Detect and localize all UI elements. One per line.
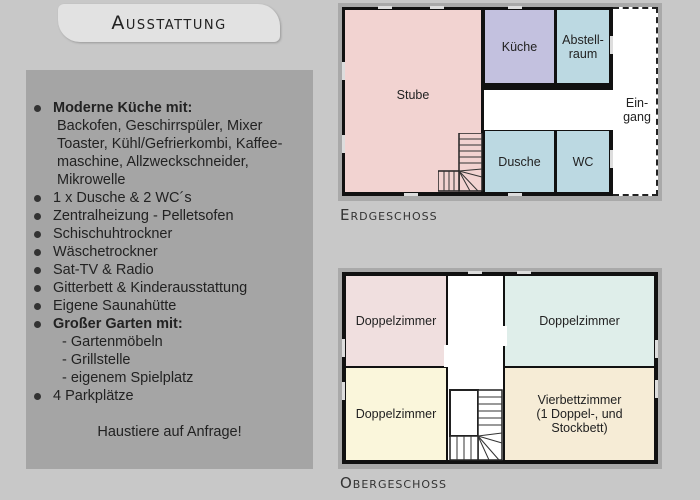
room-doppelzimmer-top-left: Doppelzimmer [346,276,446,366]
window [342,382,345,400]
feature-item: Schischuhtrockner [26,225,282,243]
garden-line: - Grillstelle [62,352,131,368]
garden-line: - Gartenmöbeln [62,334,163,350]
room-kueche: Küche [485,10,554,83]
bullet-icon [34,303,41,310]
window [342,135,345,153]
window [517,271,531,274]
window [342,62,345,80]
bullet-icon [34,249,41,256]
window [508,193,522,196]
bullet-icon [34,213,41,220]
feature-item: Wäschetrockner [26,243,282,261]
bullet-icon [34,231,41,238]
feature-item: 1 x Dusche & 2 WC´s [26,189,282,207]
kitchen-line: maschine, Allzweckschneider, [57,154,249,170]
ground-floor-caption: Erdgeschoss [340,206,438,224]
hallway-connector [608,90,618,130]
window [378,6,392,9]
window [468,271,482,274]
feature-kitchen: Moderne Küche mit: [26,99,282,117]
room-doppelzimmer-top-right: Doppelzimmer [505,276,654,366]
feature-item: Gitterbett & Kinderausstattung [26,279,282,297]
window [655,340,658,358]
feature-item: Eigene Saunahütte [26,297,282,315]
window [655,380,658,398]
pets-note: Haustiere auf Anfrage! [97,424,242,440]
staircase-icon [449,389,503,461]
room-vierbettzimmer: Vierbettzimmer (1 Doppel-, und Stockbett… [505,368,654,460]
window [610,150,613,168]
window [610,36,613,54]
room-doppelzimmer-bottom-left: Doppelzimmer [346,368,446,460]
feature-garden: Großer Garten mit: [26,315,282,333]
section-title: Ausstattung [111,12,227,34]
kitchen-line: Toaster, Kühl/Gefrierkombi, Kaffee- [57,136,283,152]
staircase-icon [438,133,483,192]
features-list: Moderne Küche mit: Backofen, Geschirrspü… [26,99,282,405]
kitchen-line: Mikrowelle [57,172,126,188]
upper-floor-caption: Obergeschoss [340,474,447,492]
hallway [484,90,613,130]
window [430,6,444,9]
window [404,193,418,196]
garden-line: - eigenem Spielplatz [62,370,194,386]
room-wc: WC [557,131,609,192]
room-eingang: Ein- gang [623,96,651,124]
door-gap [501,326,507,346]
room-dusche: Dusche [485,131,554,192]
feature-item: Sat-TV & Radio [26,261,282,279]
bullet-icon [34,393,41,400]
entrance-area [613,7,658,196]
room-abstellraum: Abstell- raum [557,10,609,83]
bullet-icon [34,321,41,328]
section-title-tab: Ausstattung [58,4,280,42]
window [342,339,345,357]
window [508,6,522,9]
bullet-icon [34,285,41,292]
bullet-icon [34,195,41,202]
feature-parking: 4 Parkplätze [26,387,282,405]
features-panel: Moderne Küche mit: Backofen, Geschirrspü… [26,70,313,469]
kitchen-line: Backofen, Geschirrspüler, Mixer [57,118,263,134]
door-gap [444,345,450,367]
bullet-icon [34,267,41,274]
feature-item: Zentralheizung - Pelletsofen [26,207,282,225]
bullet-icon [34,105,41,112]
